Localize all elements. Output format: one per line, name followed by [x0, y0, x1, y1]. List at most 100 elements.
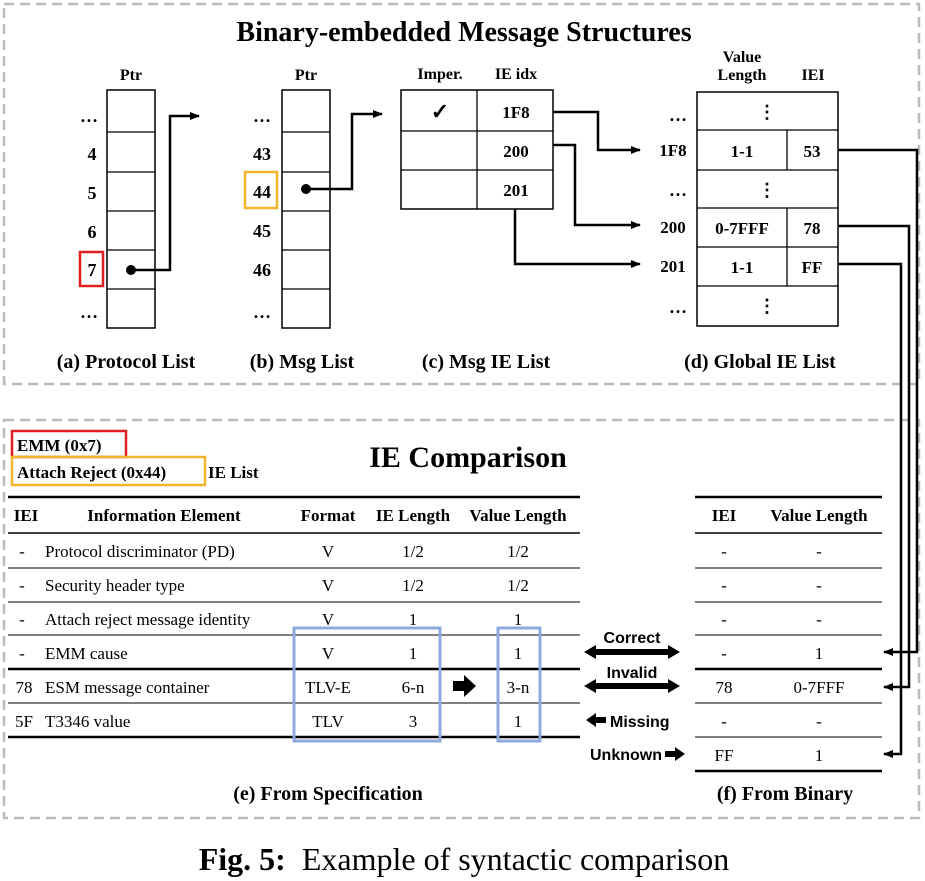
protocol-list: Ptr … 4 5 6 7 … (a) Protocol List — [57, 67, 200, 373]
global-ie-list-caption: (d) Global IE List — [684, 351, 836, 373]
value-length-header: Length — [718, 67, 767, 84]
spec-cell: V — [322, 576, 335, 595]
spec-cell: EMM cause — [45, 644, 128, 663]
spec-cell: T3346 value — [45, 712, 130, 731]
global-value-length-cell: ⋮ — [758, 102, 776, 122]
spec-cell: 3 — [409, 712, 418, 731]
global-value-length-cell: 1-1 — [731, 142, 754, 161]
protocol-row-label: 6 — [88, 222, 97, 242]
global-row-label: … — [669, 297, 687, 317]
protocol-tag: EMM (0x7) — [17, 436, 102, 455]
spec-cell: Protocol discriminator (PD) — [45, 542, 235, 561]
protocol-row-label: … — [80, 302, 98, 322]
binary-cell: 1 — [815, 644, 824, 663]
binary-cell: - — [816, 610, 822, 629]
spec-table-caption: (e) From Specification — [233, 783, 423, 805]
double-arrow-icon — [584, 645, 680, 659]
global-row-label: … — [669, 180, 687, 200]
binary-cell: - — [816, 712, 822, 731]
binary-cell: 1 — [815, 746, 824, 765]
global-iei-cell: 78 — [804, 219, 821, 238]
msg-ptr-header: Ptr — [295, 67, 317, 84]
missing-label: Missing — [610, 714, 670, 731]
spec-cell: TLV-E — [305, 678, 351, 697]
spec-cell: 1 — [514, 610, 523, 629]
binary-cell: - — [816, 542, 822, 561]
spec-cell: 1/2 — [402, 542, 424, 561]
msg-ie-list: Imper. IE idx ✓ 1F8 200 201 (c) Msg IE L… — [400, 66, 641, 373]
msg-ie-list-caption: (c) Msg IE List — [422, 351, 551, 373]
ie-idx-header: IE idx — [495, 66, 537, 83]
protocol-row-label: 5 — [88, 183, 97, 203]
spec-cell: - — [19, 610, 25, 629]
protocol-list-caption: (a) Protocol List — [57, 351, 196, 373]
spec-cell: V — [322, 542, 335, 561]
binary-cell: 78 — [716, 678, 733, 697]
msg-row-label: 45 — [253, 221, 271, 241]
ie-list-tag: IE List — [208, 463, 259, 482]
message-tag-box — [10, 455, 207, 487]
spec-header-iei: IEI — [14, 506, 39, 525]
unknown-label: Unknown — [590, 747, 662, 764]
msg-list: Ptr … 43 44 45 46 … (b) Msg List — [243, 67, 383, 373]
protocol-row-label: 4 — [88, 144, 97, 164]
ie-link-arrow — [553, 110, 641, 154]
spec-row: 78 ESM message container TLV-E 6-n 3-n — [16, 678, 530, 697]
spec-header-value-length: Value Length — [469, 506, 567, 525]
spec-header-ie-length: IE Length — [376, 506, 451, 525]
ie-idx-cell: 201 — [503, 181, 529, 200]
binary-cell: - — [721, 610, 727, 629]
protocol-row-label: … — [80, 106, 98, 126]
spec-row: - Attach reject message identity V 1 1 — [19, 610, 522, 629]
global-row-label: 201 — [660, 257, 686, 276]
global-value-length-cell: ⋮ — [758, 180, 776, 200]
msg-row-label: … — [253, 106, 271, 126]
spec-cell: 1/2 — [507, 542, 529, 561]
ie-link-arrow — [513, 209, 641, 268]
binary-cell: - — [721, 644, 727, 663]
iei-ff-connector — [838, 262, 903, 758]
panel-title: Binary-embedded Message Structures — [236, 17, 691, 48]
spec-cell: 1/2 — [507, 576, 529, 595]
binary-header-value-length: Value Length — [770, 506, 868, 525]
right-arrow-icon — [665, 747, 685, 761]
structures-panel — [2, 2, 921, 386]
msg-row-label: 43 — [253, 144, 271, 164]
spec-cell: - — [19, 576, 25, 595]
spec-header-format: Format — [301, 506, 356, 525]
global-ie-list: Value Length IEI … 1F8 … 200 201 … ⋮ 1-1… — [659, 49, 839, 373]
right-block-arrow-icon — [453, 675, 476, 697]
protocol-row-label: 7 — [88, 260, 97, 280]
figure-caption-label: Fig. 5: — [199, 841, 286, 877]
spec-row: - Security header type V 1/2 1/2 — [19, 576, 529, 595]
msg-row-label: 46 — [253, 260, 271, 280]
spec-row: 5F T3346 value TLV 3 1 — [15, 712, 522, 731]
spec-cell: Security header type — [45, 576, 185, 595]
binary-cell: - — [721, 712, 727, 731]
message-tag: Attach Reject (0x44) — [17, 463, 166, 482]
global-row-label: 200 — [660, 218, 686, 237]
binary-table: IEI Value Length - - - - - - - 1 78 0-7F… — [695, 495, 882, 805]
global-row-label: … — [669, 105, 687, 125]
figure-caption: Fig. 5: Example of syntactic comparison — [199, 841, 730, 877]
ie-idx-cell: 200 — [503, 142, 529, 161]
spec-cell: 1 — [409, 610, 418, 629]
ie-idx-cell: 1F8 — [502, 103, 529, 122]
msg-row-label: 44 — [253, 182, 271, 202]
ie-comparison-title: IE Comparison — [369, 441, 567, 474]
value-length-highlight — [496, 626, 542, 743]
binary-cell: 0-7FFF — [793, 678, 844, 697]
imper-checkmark: ✓ — [431, 99, 449, 124]
value-length-header: Value — [723, 49, 762, 66]
protocol-highlight-box — [78, 250, 105, 288]
left-arrow-icon — [586, 713, 606, 727]
spec-cell: 5F — [15, 712, 33, 731]
msg-list-caption: (b) Msg List — [250, 351, 355, 373]
global-value-length-cell: 1-1 — [731, 258, 754, 277]
spec-cell: 1 — [409, 644, 418, 663]
spec-cell: - — [19, 542, 25, 561]
figure-caption-text: Example of syntactic comparison — [302, 841, 729, 877]
pointer-arrow — [131, 112, 200, 272]
spec-cell: V — [322, 644, 335, 663]
spec-cell: 78 — [16, 678, 33, 697]
